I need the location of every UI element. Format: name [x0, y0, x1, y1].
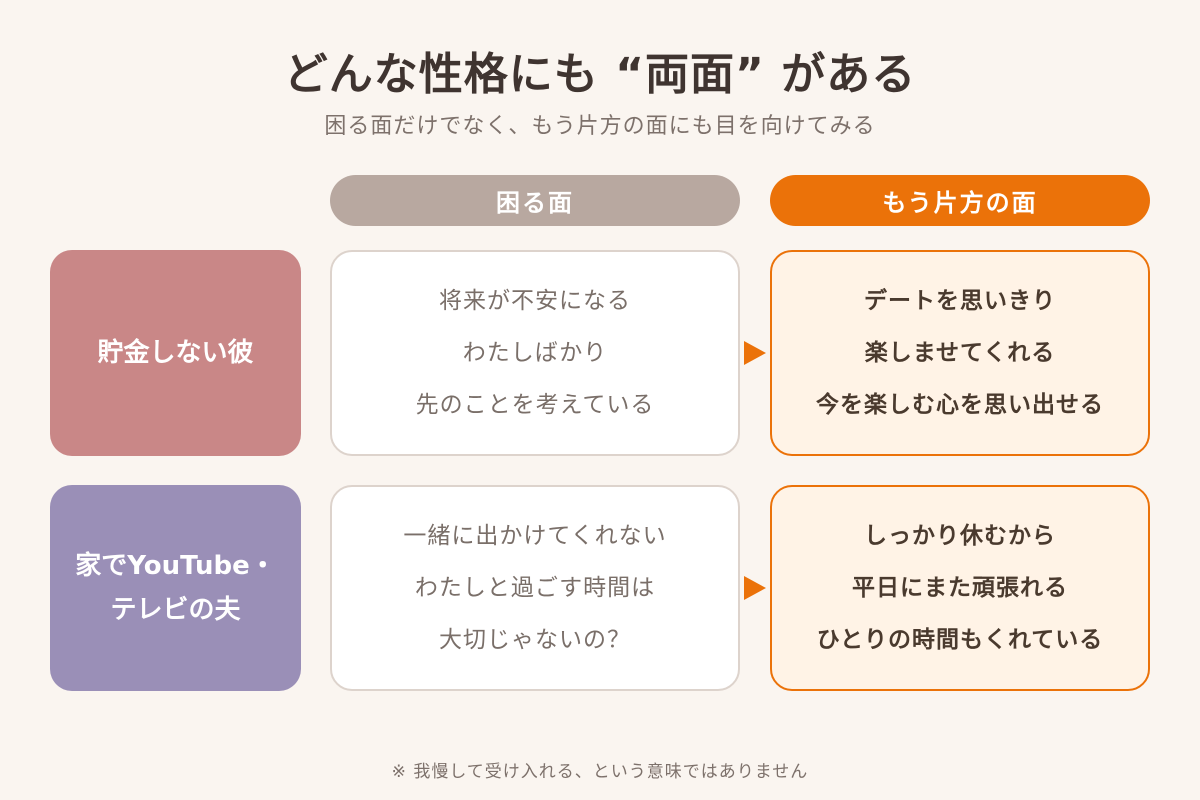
- arrow-right-icon: [744, 341, 766, 365]
- other-side-line: しっかり休むから: [864, 523, 1056, 549]
- page-title: どんな性格にも “両面” がある: [283, 49, 917, 100]
- row-label-line: 家でYouTube・: [75, 551, 276, 581]
- other-side-line: 平日にまた頑張れる: [852, 575, 1068, 601]
- other-side-line: 楽しませてくれる: [864, 340, 1056, 366]
- row-label-1: 貯金しない彼: [50, 250, 301, 456]
- row-label-line: 貯金しない彼: [97, 338, 254, 368]
- bad-side-box-2: 一緒に出かけてくれない わたしと過ごす時間は 大切じゃないの？: [330, 485, 740, 691]
- other-side-box-2: しっかり休むから 平日にまた頑張れる ひとりの時間もくれている: [770, 485, 1150, 691]
- row-label-2: 家でYouTube・ テレビの夫: [50, 485, 301, 691]
- arrow-right-icon: [744, 576, 766, 600]
- other-side-line: デートを思いきり: [864, 288, 1056, 314]
- bad-side-line: 将来が不安になる: [439, 288, 631, 314]
- footnote: ※ 我慢して受け入れる、という意味ではありません: [391, 762, 809, 782]
- other-side-line: ひとりの時間もくれている: [816, 627, 1104, 653]
- bad-side-line: 一緒に出かけてくれない: [403, 523, 667, 549]
- bad-side-line: 大切じゃないの？: [439, 627, 631, 653]
- bad-side-line: わたしばかり: [462, 340, 608, 366]
- bad-side-line: わたしと過ごす時間は: [414, 575, 656, 601]
- header-other-side: もう片方の面: [770, 175, 1150, 226]
- other-side-box-1: デートを思いきり 楽しませてくれる 今を楽しむ心を思い出せる: [770, 250, 1150, 456]
- row-label-line: テレビの夫: [110, 595, 241, 625]
- page-subtitle: 困る面だけでなく、もう片方の面にも目を向けてみる: [324, 114, 876, 139]
- header-bad-side: 困る面: [330, 175, 740, 226]
- bad-side-line: 先のことを考えている: [415, 392, 655, 418]
- bad-side-box-1: 将来が不安になる わたしばかり 先のことを考えている: [330, 250, 740, 456]
- other-side-line: 今を楽しむ心を思い出せる: [816, 392, 1104, 418]
